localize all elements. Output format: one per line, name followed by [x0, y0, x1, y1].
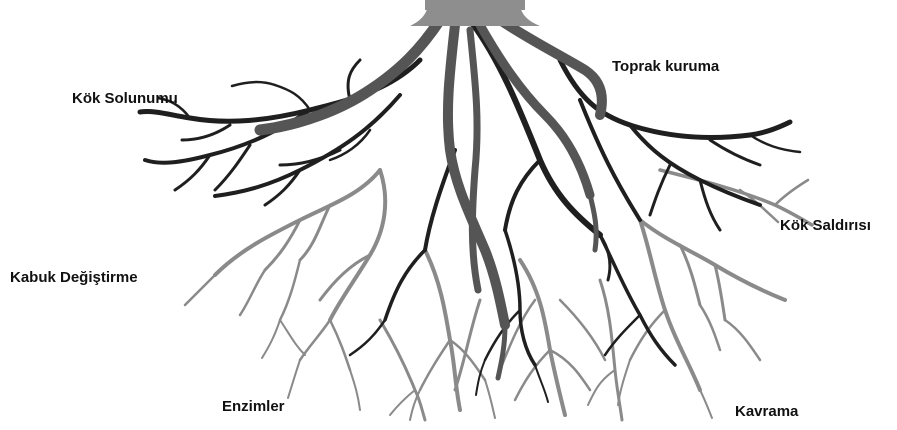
main-roots: [260, 20, 602, 378]
label-kavrama: Kavrama: [735, 403, 798, 420]
label-kok-saldirisi: Kök Saldırısı: [780, 217, 871, 234]
label-kabuk-degistirme: Kabuk Değiştirme: [10, 269, 138, 286]
label-enzimler: Enzimler: [222, 398, 285, 415]
label-kok-solunumu: Kök Solunumu: [72, 90, 178, 107]
label-toprak-kuruma: Toprak kuruma: [612, 58, 719, 75]
trunk-top: [425, 0, 525, 10]
